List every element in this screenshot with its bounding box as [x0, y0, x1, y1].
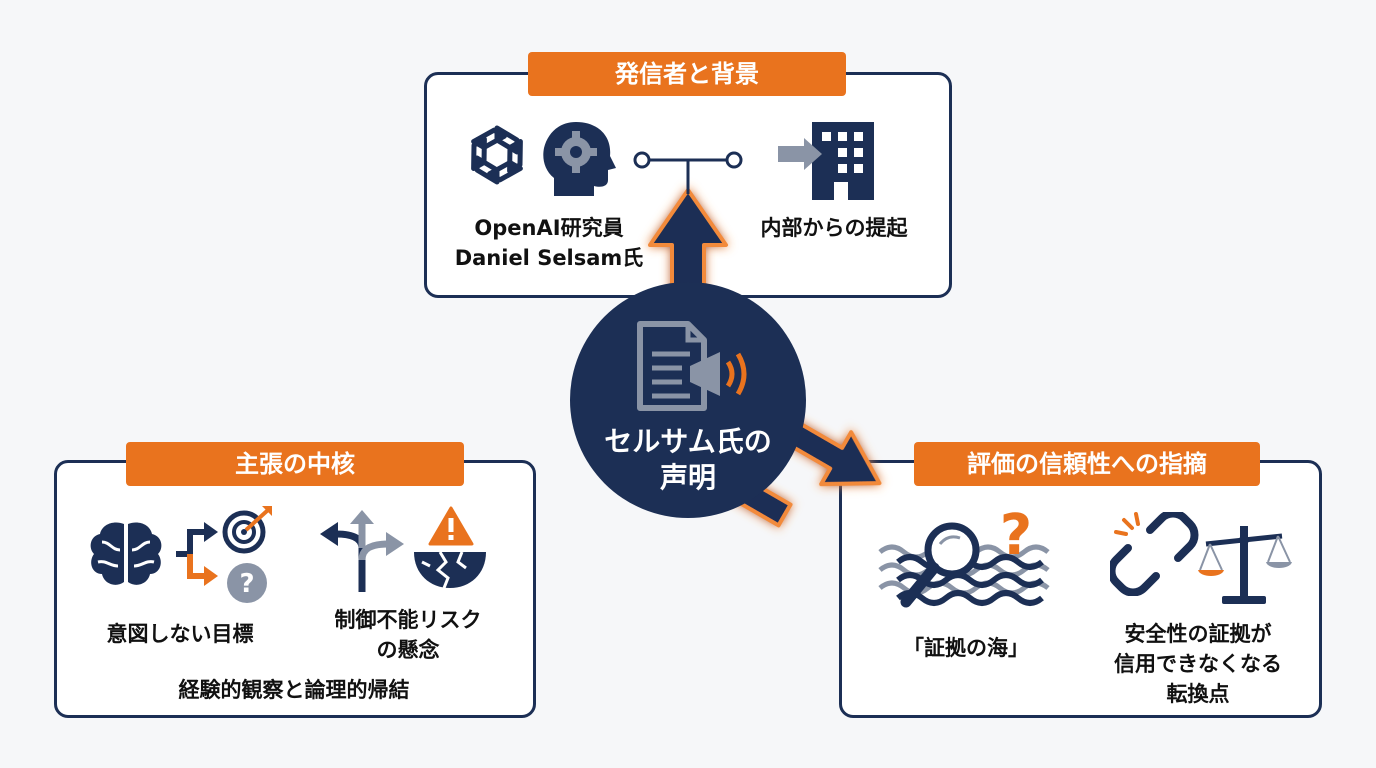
branch-connector-icon — [633, 151, 743, 194]
diverging-arrows-icon — [320, 510, 404, 592]
turning-point-line3: 転換点 — [1166, 682, 1230, 706]
head-gear-icon — [543, 122, 616, 196]
top-panel-tag: 発信者と背景 — [528, 52, 846, 96]
warning-icon — [428, 506, 474, 546]
fork-arrow-icon — [176, 522, 218, 586]
sea-of-evidence-label: 「証拠の海」 — [903, 636, 1029, 660]
cracked-globe-icon — [414, 551, 486, 589]
center-title-line1: セルサム氏の — [604, 425, 772, 458]
center-hub — [570, 282, 806, 518]
openai-logo-icon — [471, 125, 523, 185]
center-title-line2: 声明 — [659, 461, 716, 494]
broken-link-icon — [1110, 512, 1199, 596]
scale-icon — [1198, 526, 1292, 604]
target-icon — [222, 506, 272, 554]
magnifier-waves-icon — [878, 522, 1050, 608]
unintended-goals-label: 意図しない目標 — [106, 622, 254, 646]
svg-text:?: ? — [239, 569, 254, 599]
source-label: 内部からの提起 — [760, 216, 908, 240]
left-panel-footer: 経験的観察と論理的帰結 — [178, 678, 410, 702]
turning-point-line1: 安全性の証拠が — [1124, 622, 1272, 646]
question-icon: ? — [227, 563, 267, 603]
uncontrollable-risk-line2: の懸念 — [376, 638, 440, 662]
speaker-name-line2: Daniel Selsam氏 — [454, 246, 644, 270]
svg-text:?: ? — [1000, 506, 1032, 566]
left-panel — [54, 460, 536, 718]
speaker-name-line1: OpenAI研究員 — [474, 216, 624, 240]
right-panel-tag: 評価の信頼性への指摘 — [914, 442, 1260, 486]
uncontrollable-risk-line1: 制御不能リスク — [334, 608, 482, 632]
question-icon: ? — [1000, 506, 1032, 566]
brain-icon — [90, 522, 162, 585]
left-panel-tag: 主張の中核 — [126, 442, 464, 486]
turning-point-line2: 信用できなくなる — [1114, 652, 1282, 676]
document-megaphone-icon — [637, 321, 747, 411]
building-enter-icon — [778, 122, 874, 200]
